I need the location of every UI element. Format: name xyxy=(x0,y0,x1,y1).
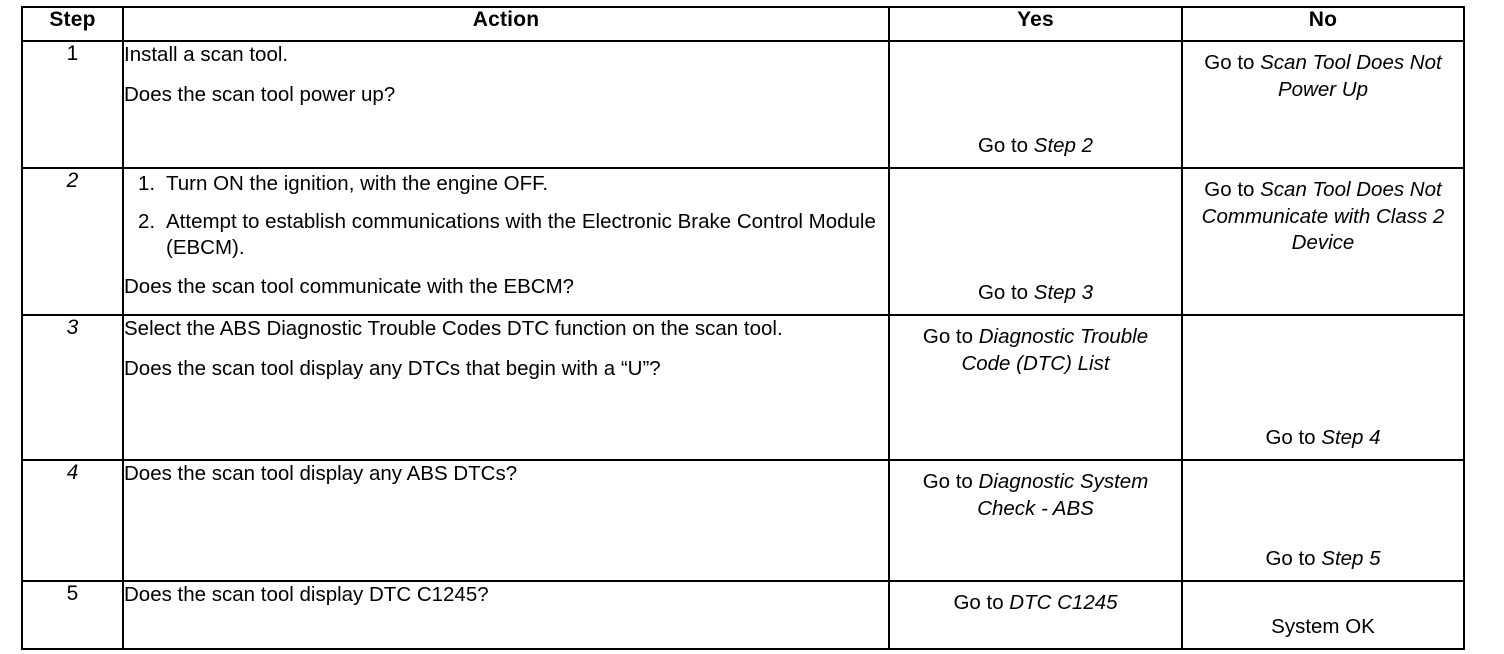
no-branch-prefix: Go to xyxy=(1265,547,1322,571)
column-header-no: No xyxy=(1181,6,1465,42)
no-branch-text: Go to Step 5 xyxy=(1195,546,1451,573)
step-number: 3 xyxy=(21,314,124,461)
header-row: Step Action Yes No xyxy=(21,6,1465,42)
action-cell: 1. Turn ON the ignition, with the engine … xyxy=(122,167,890,316)
no-branch-prefix: System OK xyxy=(1271,615,1375,639)
action-cell: Does the scan tool display DTC C1245? xyxy=(122,580,890,650)
yes-branch-text: Go to Step 3 xyxy=(902,280,1169,307)
list-item-text: Turn ON the ignition, with the engine OF… xyxy=(166,172,549,195)
action-line: Does the scan tool power up? xyxy=(124,82,396,106)
action-line: Install a scan tool. xyxy=(124,43,289,66)
yes-branch-prefix: Go to xyxy=(977,134,1034,158)
action-cell: Install a scan tool. Does the scan tool p… xyxy=(122,40,890,169)
action-line: Select the ABS Diagnostic Trouble Codes … xyxy=(124,317,783,340)
column-header-step: Step xyxy=(21,6,124,42)
no-branch-reference: Step 4 xyxy=(1321,426,1381,450)
step-number: 4 xyxy=(21,459,124,582)
no-cell[interactable]: Go to Scan Tool Does Not Power Up xyxy=(1181,40,1465,169)
yes-branch-text: Go to DTC C1245 xyxy=(902,590,1169,617)
list-item-text: Attempt to establish communications with… xyxy=(166,209,876,260)
no-branch-prefix: Go to xyxy=(1265,426,1322,450)
yes-branch-reference: Step 2 xyxy=(1033,134,1094,158)
yes-branch-prefix: Go to xyxy=(977,281,1034,305)
no-cell[interactable]: Go to Step 4 xyxy=(1181,314,1465,461)
action-step-list: 1. Turn ON the ignition, with the engine … xyxy=(124,171,888,262)
yes-branch-prefix: Go to xyxy=(922,325,979,348)
yes-cell[interactable]: Go to Diagnostic System Check - ABS xyxy=(888,459,1183,582)
no-cell[interactable]: Go to Scan Tool Does Not Communicate wit… xyxy=(1181,167,1465,316)
action-cell: Does the scan tool display any ABS DTCs? xyxy=(122,459,890,582)
yes-branch-text: Go to Diagnostic System Check - ABS xyxy=(902,469,1169,522)
yes-branch-text: Go to Step 2 xyxy=(902,133,1169,160)
no-cell[interactable]: Go to Step 5 xyxy=(1181,459,1465,582)
yes-cell[interactable]: Go to Step 2 xyxy=(888,40,1183,169)
no-branch-reference: Scan Tool Does Not Communicate with Clas… xyxy=(1201,178,1445,255)
yes-branch-reference: Step 3 xyxy=(1033,281,1094,305)
action-line: Does the scan tool display any DTCs that… xyxy=(124,356,661,380)
no-branch-text: Go to Scan Tool Does Not Communicate wit… xyxy=(1195,177,1451,257)
yes-branch-reference: DTC C1245 xyxy=(1009,591,1118,614)
column-header-action: Action xyxy=(122,6,890,42)
action-step-list-item: 2. Attempt to establish communications wi… xyxy=(124,209,888,262)
step-number: 2 xyxy=(21,167,124,316)
no-cell[interactable]: System OK xyxy=(1181,580,1465,650)
action-step-list-item: 1. Turn ON the ignition, with the engine … xyxy=(124,171,888,198)
action-line: Does the scan tool display any ABS DTCs? xyxy=(124,462,518,485)
list-item-number: 1. xyxy=(138,172,156,195)
yes-cell[interactable]: Go to DTC C1245 xyxy=(888,580,1183,650)
action-line: Does the scan tool display DTC C1245? xyxy=(124,583,489,606)
no-branch-text: Go to Step 4 xyxy=(1195,425,1451,452)
list-item-number: 2. xyxy=(138,209,156,233)
no-branch-text: System OK xyxy=(1195,614,1451,641)
table-row: 2 1. Turn ON the ignition, with the engine… xyxy=(21,167,1465,316)
step-number: 5 xyxy=(21,580,124,650)
action-cell: Select the ABS Diagnostic Trouble Codes … xyxy=(122,314,890,461)
yes-cell[interactable]: Go to Step 3 xyxy=(888,167,1183,316)
no-branch-text: Go to Scan Tool Does Not Power Up xyxy=(1195,50,1451,103)
step-number: 1 xyxy=(21,40,124,169)
yes-branch-prefix: Go to xyxy=(922,470,979,493)
no-branch-prefix: Go to xyxy=(1204,51,1261,74)
column-header-yes: Yes xyxy=(888,6,1183,42)
yes-branch-prefix: Go to xyxy=(953,591,1010,614)
yes-branch-text: Go to Diagnostic Trouble Code (DTC) List xyxy=(902,324,1169,377)
action-line: Does the scan tool communicate with the … xyxy=(124,274,575,298)
table-header: Step Action Yes No xyxy=(21,6,1465,42)
yes-branch-reference: Diagnostic Trouble Code (DTC) List xyxy=(961,325,1149,375)
no-branch-reference: Step 5 xyxy=(1321,547,1381,571)
no-branch-prefix: Go to xyxy=(1204,178,1261,201)
yes-branch-reference: Diagnostic System Check - ABS xyxy=(977,470,1149,520)
yes-cell[interactable]: Go to Diagnostic Trouble Code (DTC) List xyxy=(888,314,1183,461)
no-branch-reference: Scan Tool Does Not Power Up xyxy=(1260,51,1442,101)
